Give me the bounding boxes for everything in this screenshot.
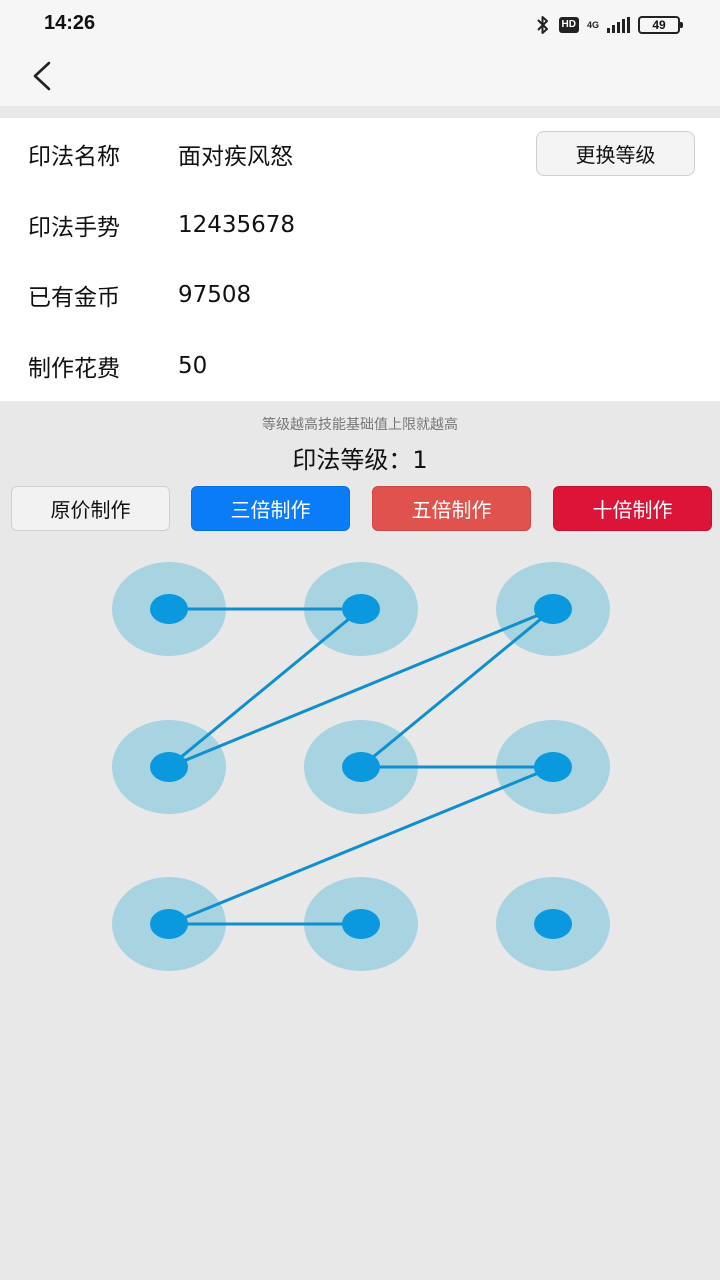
gesture-node-dot-4 [150, 752, 188, 782]
gesture-node-dot-7 [150, 909, 188, 939]
chevron-left-icon [33, 61, 51, 91]
info-label-coins: 已有金币 [28, 285, 120, 311]
level-hint: 等级越高技能基础值上限就越高 [262, 417, 458, 433]
back-button[interactable] [22, 56, 62, 96]
info-row-name: 印法名称 面对疾风怒 [0, 134, 720, 174]
seal-level: 印法等级：1 [0, 440, 720, 475]
info-value-cost: 50 [178, 353, 208, 379]
gesture-pattern-pad[interactable] [0, 540, 720, 1000]
gesture-path-segment [359, 607, 555, 769]
craft-5x-button[interactable]: 五倍制作 [372, 486, 531, 531]
info-value-name: 面对疾风怒 [178, 144, 293, 170]
gesture-node-dot-3 [534, 594, 572, 624]
craft-1x-button[interactable]: 原价制作 [11, 486, 170, 531]
info-label-name: 印法名称 [28, 144, 120, 170]
battery-icon: 49 [638, 16, 683, 34]
status-time: 14:26 [44, 12, 96, 34]
bluetooth-icon [536, 16, 548, 34]
gesture-node-dot-6 [534, 752, 572, 782]
craft-10x-button[interactable]: 十倍制作 [553, 486, 712, 531]
info-row-coins: 已有金币 97508 [0, 275, 720, 315]
change-level-button[interactable]: 更换等级 [536, 131, 695, 176]
gesture-node-dot-8 [342, 909, 380, 939]
seal-info-card: 印法名称 面对疾风怒 更换等级 印法手势 12435678 已有金币 97508… [0, 118, 720, 401]
gesture-pattern-svg [112, 562, 610, 971]
network-type-label: 4G [586, 20, 599, 30]
hd-icon: HD [558, 17, 579, 33]
gesture-path-segment [167, 607, 555, 769]
gesture-node-dot-2 [342, 594, 380, 624]
info-label-gesture: 印法手势 [28, 215, 120, 241]
battery-level: 49 [652, 18, 666, 32]
gesture-path-segment [167, 607, 363, 769]
gesture-node-dot-5 [342, 752, 380, 782]
gesture-path-segment [167, 765, 555, 926]
info-value-gesture: 12435678 [178, 212, 296, 238]
info-row-gesture: 印法手势 12435678 [0, 205, 720, 245]
info-value-coins: 97508 [178, 282, 252, 308]
seal-level-label: 印法等级： [292, 446, 413, 474]
gesture-node-dot-9 [534, 909, 572, 939]
info-row-cost: 制作花费 50 [0, 346, 720, 386]
info-label-cost: 制作花费 [28, 356, 120, 382]
status-icons: HD 4G 49 [535, 13, 683, 37]
craft-3x-button[interactable]: 三倍制作 [191, 486, 350, 531]
status-bar: 14:26 HD 4G 49 [0, 0, 720, 48]
seal-level-value: 1 [412, 446, 428, 474]
signal-4g-icon [607, 17, 630, 33]
gesture-node-dot-1 [150, 594, 188, 624]
nav-bar [0, 48, 720, 106]
